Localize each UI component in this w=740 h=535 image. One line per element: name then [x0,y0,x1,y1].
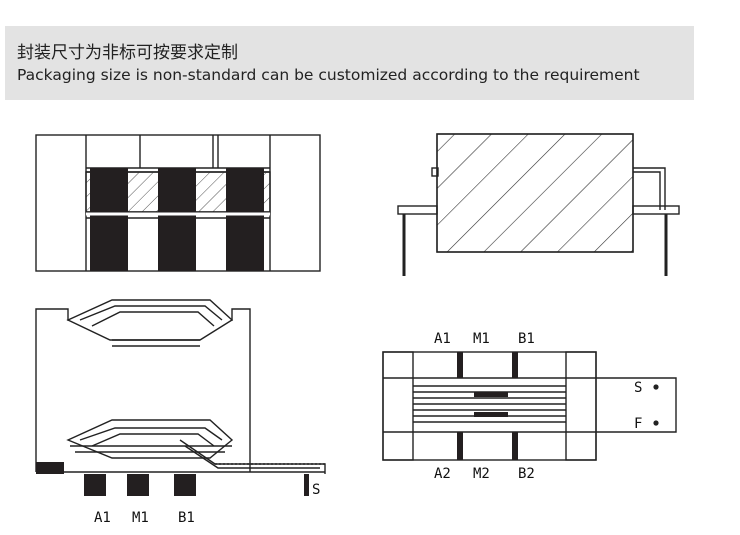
pin-label-s: S [312,482,320,498]
banner-title-zh: 封装尺寸为非标可按要求定制 [17,43,238,63]
front-view-drawing [35,134,321,272]
pin-label-a1: A1 [94,510,111,526]
info-banner: 封装尺寸为非标可按要求定制 Packaging size is non-stan… [5,26,694,100]
pin-s-dot [653,384,659,390]
bottom-view-drawing [382,351,677,461]
side-view-drawing [397,133,680,276]
pin-label-b1: B1 [178,510,195,526]
pin-f-dot [653,420,659,426]
bottom-view-labels: A1 M1 B1 A2 M2 B2 S F [434,331,642,482]
top-pin-m1: M1 [473,331,490,347]
bottom-pin-m2: M2 [473,466,490,482]
pin-label-m1: M1 [132,510,149,526]
section-pin-labels: A1 M1 B1 S [94,482,320,526]
top-pin-b1: B1 [518,331,535,347]
side-pin-s: S [634,380,642,396]
banner-title-en: Packaging size is non-standard can be cu… [17,66,640,84]
section-view-drawing [35,299,326,496]
side-pin-f: F [634,416,642,432]
top-pin-a1: A1 [434,331,451,347]
bottom-pin-a2: A2 [434,466,451,482]
bottom-pin-b2: B2 [518,466,535,482]
